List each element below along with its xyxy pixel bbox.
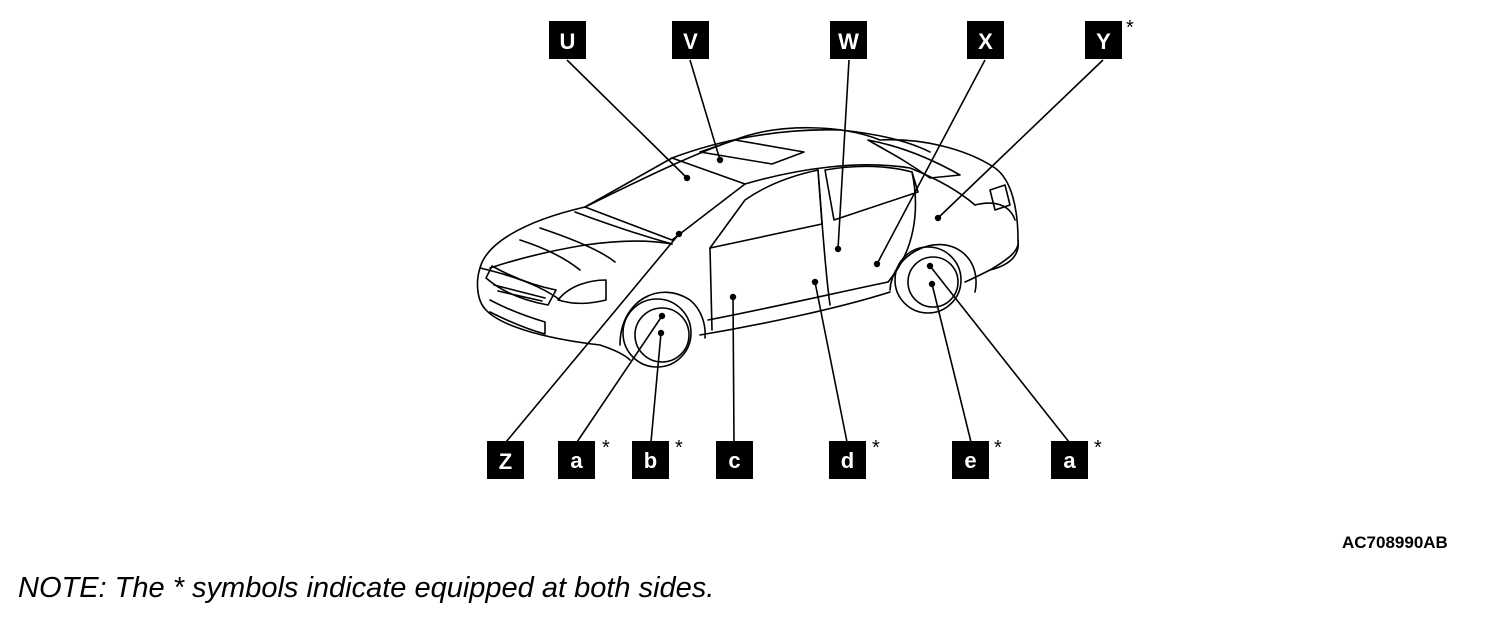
callout-c: c — [716, 441, 753, 479]
callout-y: Y * — [1085, 17, 1134, 59]
svg-text:*: * — [675, 437, 683, 459]
callout-e: e * — [952, 437, 1002, 479]
attachment-dots — [657, 156, 942, 337]
figure-code: AC708990AB — [1342, 533, 1448, 552]
svg-text:X: X — [978, 29, 993, 54]
svg-text:c: c — [728, 448, 740, 473]
callout-w: W — [830, 21, 867, 59]
callout-a-rear: a * — [1051, 437, 1102, 479]
svg-text:a: a — [570, 448, 583, 473]
svg-text:Z: Z — [499, 449, 512, 474]
svg-text:*: * — [602, 437, 610, 459]
svg-text:b: b — [644, 448, 657, 473]
svg-text:*: * — [994, 437, 1002, 459]
svg-text:*: * — [872, 437, 880, 459]
svg-text:Y: Y — [1096, 29, 1111, 54]
car-outline — [476, 126, 1019, 368]
svg-text:*: * — [1126, 17, 1134, 39]
callout-u: U — [549, 21, 586, 59]
callout-b: b * — [632, 437, 683, 479]
callout-a-front: a * — [558, 437, 610, 479]
svg-text:*: * — [1094, 437, 1102, 459]
callout-x: X — [967, 21, 1004, 59]
callout-v: V — [672, 21, 709, 59]
svg-text:W: W — [838, 29, 859, 54]
svg-text:e: e — [964, 448, 976, 473]
svg-text:U: U — [560, 29, 576, 54]
note-text: NOTE: The * symbols indicate equipped at… — [18, 572, 715, 604]
callout-d: d * — [829, 437, 880, 479]
callout-z: Z — [487, 441, 524, 479]
svg-text:V: V — [683, 29, 698, 54]
svg-text:a: a — [1063, 448, 1076, 473]
svg-text:d: d — [841, 448, 854, 473]
leader-lines — [505, 59, 1104, 443]
